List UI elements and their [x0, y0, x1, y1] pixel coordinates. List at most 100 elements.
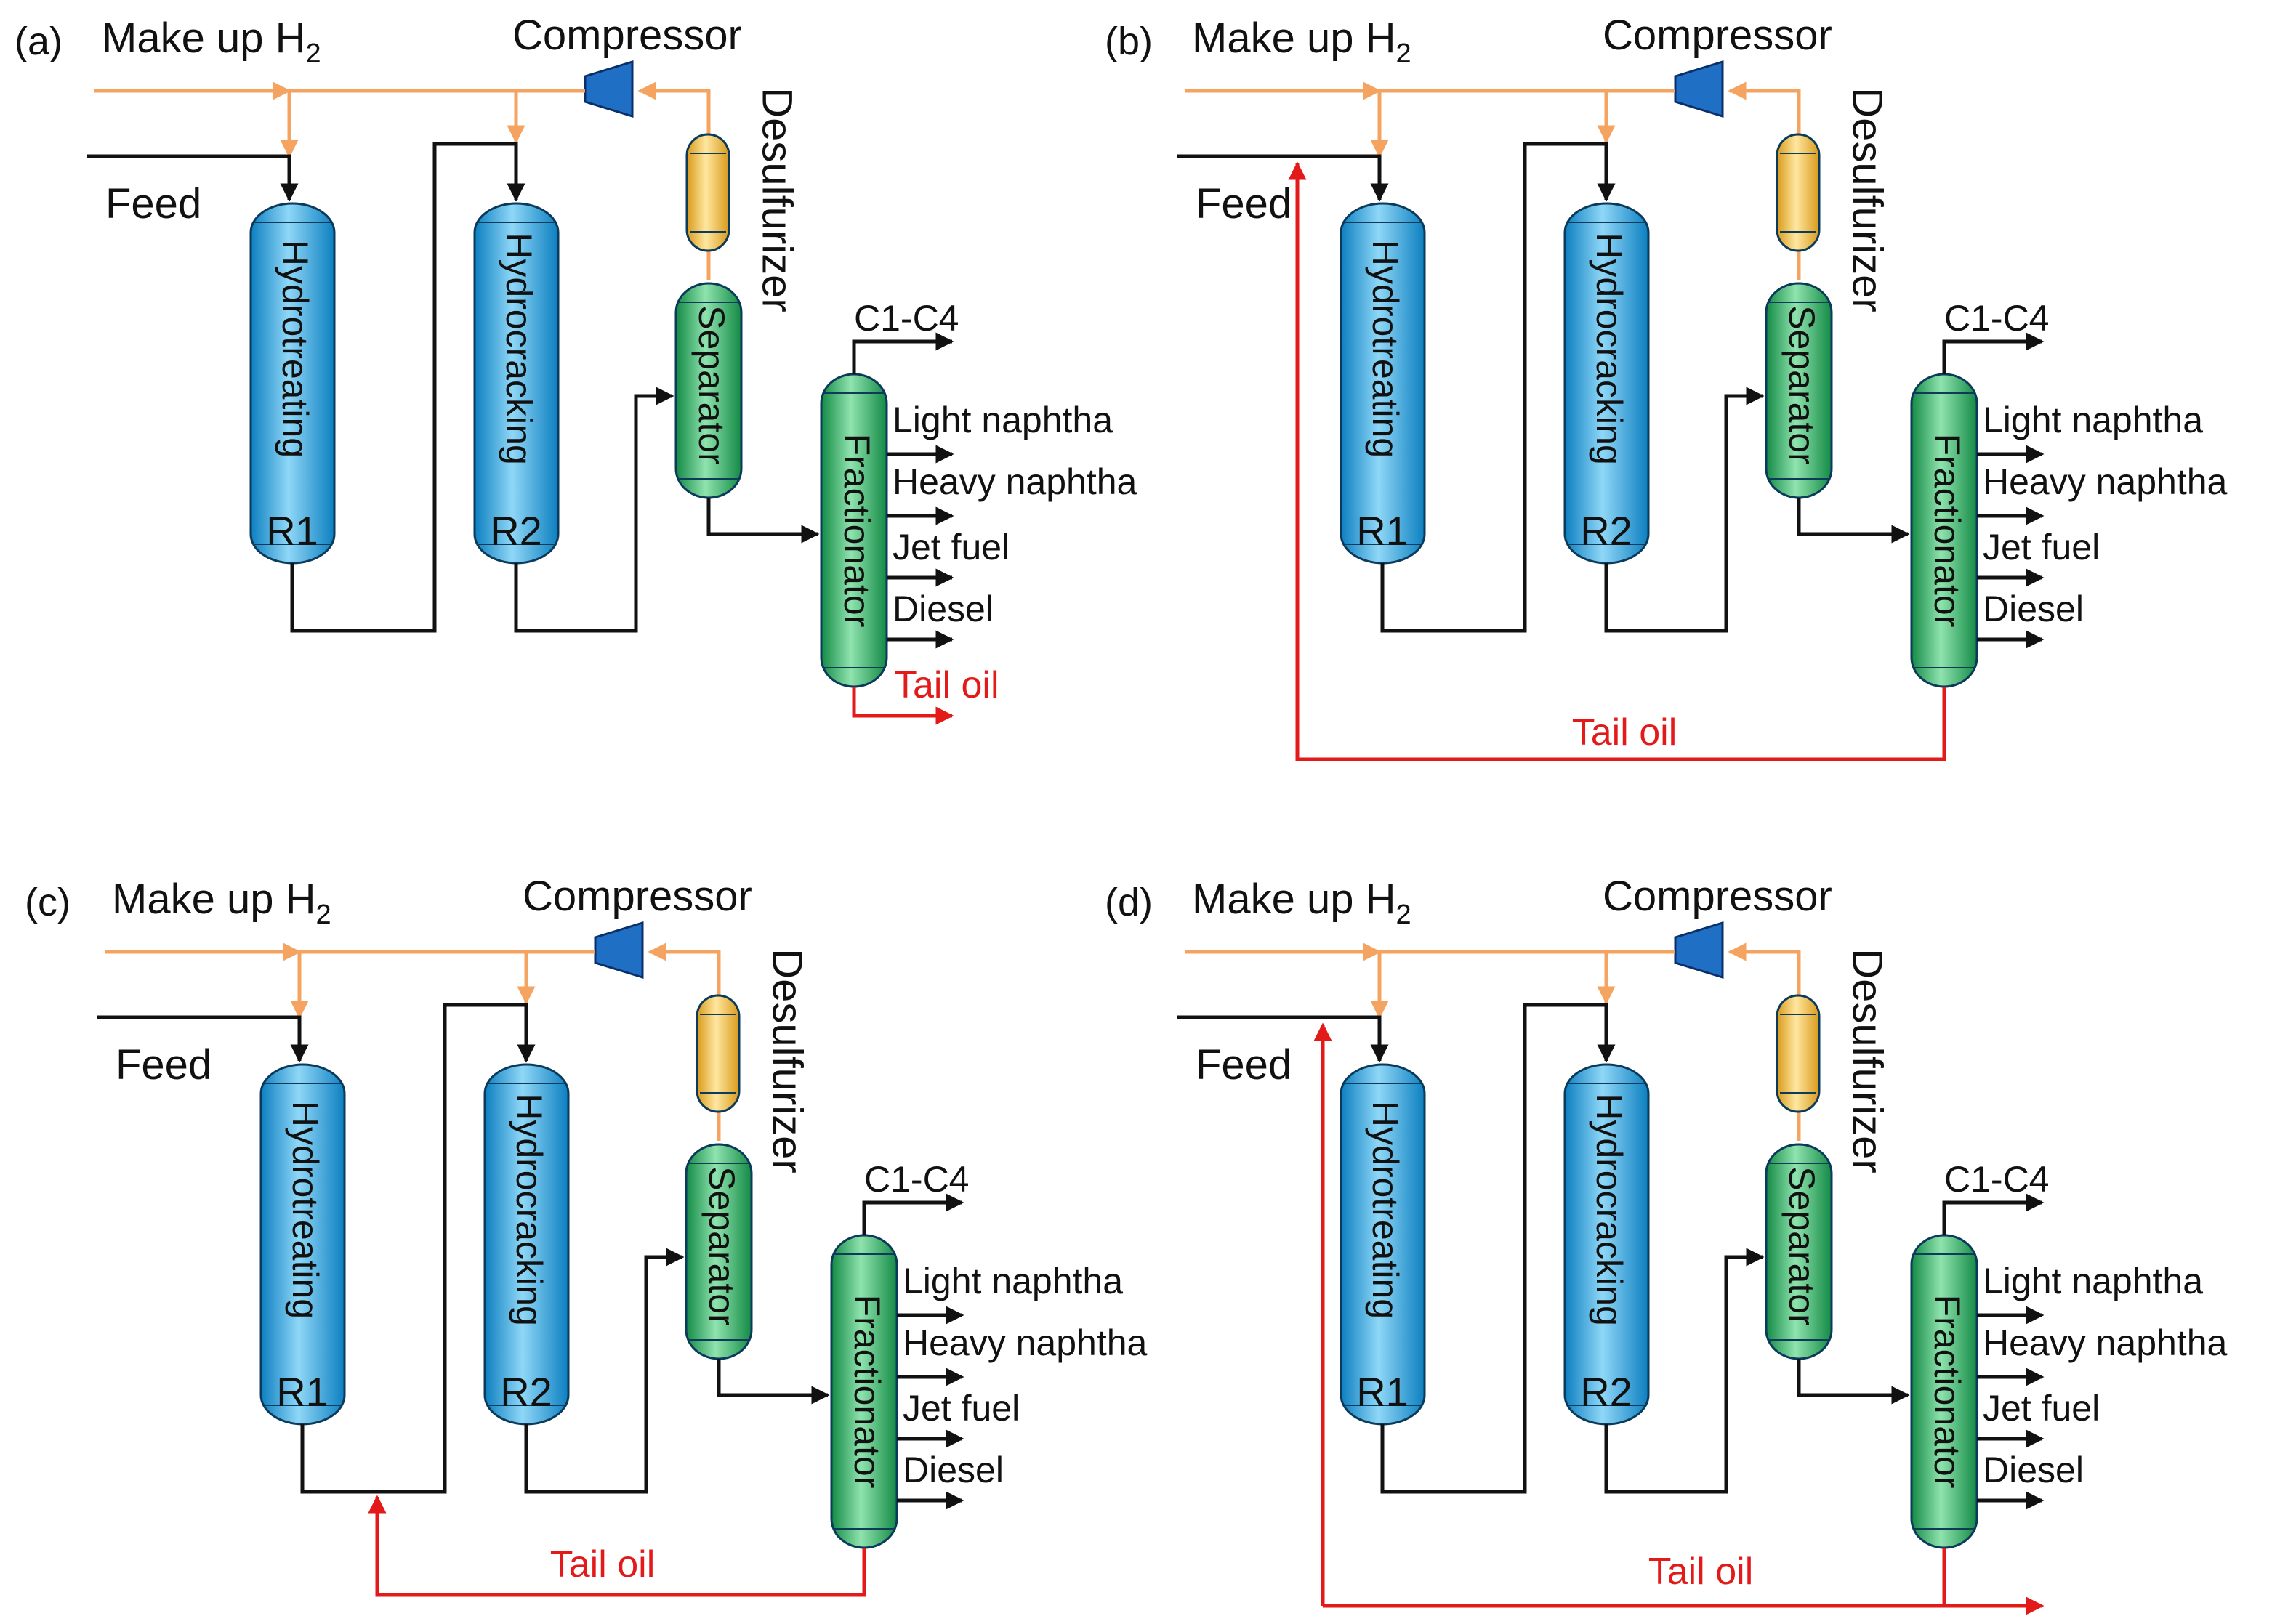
- separator-label: Separator: [701, 1166, 742, 1326]
- product-c1-c4-label: C1-C4: [1944, 1159, 2049, 1200]
- compressor-icon: [594, 921, 644, 979]
- product-c1-c4-label: C1-C4: [854, 298, 959, 339]
- product-diesel-label: Diesel: [1983, 1450, 2084, 1490]
- product-c1-c4-line: [1942, 1193, 2045, 1235]
- r2-label: R2: [1580, 508, 1632, 554]
- hydrotreating-label: Hydrotreating: [275, 240, 315, 458]
- hydrotreating-label: Hydrotreating: [285, 1101, 326, 1319]
- tail-oil-line: [852, 687, 954, 725]
- desulfurizer-vessel-body: [696, 994, 741, 1113]
- reactor-r2: [473, 202, 560, 565]
- desulfurizer-vessel-body: [1776, 994, 1821, 1113]
- hydrotreating-label: Hydrotreating: [1365, 240, 1406, 458]
- separator-to-fractionator-line: [1797, 1359, 1910, 1405]
- tail-oil-label: Tail oil: [1648, 1551, 1754, 1593]
- separator-to-fractionator-line: [706, 498, 820, 544]
- product-light-naphtha-label: Light naphtha: [1983, 400, 2203, 440]
- fractionator-label: Fractionator: [1927, 434, 1967, 628]
- panel-tag: (c): [25, 881, 71, 924]
- product-c1-c4-line: [852, 332, 954, 374]
- desulfurizer-label: Desulfurizer: [764, 948, 811, 1173]
- feed-line: [1177, 1015, 1389, 1063]
- compressor-label: Compressor: [1603, 12, 1832, 59]
- compressor-label: Compressor: [523, 873, 752, 920]
- desulfurizer-vessel-body: [685, 133, 730, 252]
- separator-to-fractionator-line: [1797, 498, 1910, 544]
- desulfurizer-label: Desulfurizer: [754, 87, 801, 312]
- compressor-label: Compressor: [1603, 873, 1832, 920]
- reactor-r1: [249, 202, 336, 565]
- feed-line: [87, 154, 299, 202]
- r1-label: R1: [1356, 1369, 1409, 1415]
- reactor-r2: [1563, 1063, 1650, 1426]
- desulfurizer-vessel: [1776, 133, 1821, 252]
- product-c1-c4-line: [862, 1193, 964, 1235]
- desulfurizer-vessel-body: [1776, 133, 1821, 252]
- separator-label: Separator: [1781, 1166, 1822, 1326]
- product-diesel-label: Diesel: [1983, 589, 2084, 629]
- panel-tag: (a): [15, 20, 63, 63]
- r1-to-r2-line: [1380, 1003, 1616, 1494]
- product-c1-c4-line: [1942, 332, 2045, 374]
- r2-label: R2: [500, 1369, 552, 1415]
- makeup-h2-label: Make up H2: [112, 876, 331, 930]
- compressor-label: Compressor: [512, 12, 742, 59]
- product-jet-fuel-label: Jet fuel: [1983, 1388, 2100, 1429]
- compressor-icon: [1674, 60, 1724, 118]
- product-light-naphtha-label: Light naphtha: [1983, 1261, 2203, 1301]
- makeup-h2-label: Make up H2: [1192, 15, 1411, 69]
- r1-to-r2-line: [290, 142, 525, 633]
- feed-line: [1177, 154, 1389, 202]
- product-diesel-label: Diesel: [903, 1450, 1004, 1490]
- product-diesel-label: Diesel: [893, 589, 994, 629]
- tail-oil-label: Tail oil: [894, 664, 999, 706]
- r2-to-separator-line: [1604, 387, 1765, 633]
- product-light-naphtha-label: Light naphtha: [903, 1261, 1123, 1301]
- product-heavy-naphtha-label: Heavy naphtha: [1983, 1322, 2228, 1363]
- compressor-icon: [584, 60, 634, 118]
- r2-to-separator-line: [514, 387, 674, 633]
- hydrocracking-label: Hydrocracking: [1589, 1094, 1630, 1326]
- product-c1-c4-label: C1-C4: [864, 1159, 969, 1200]
- separator-label: Separator: [691, 305, 732, 465]
- r1-label: R1: [276, 1369, 329, 1415]
- hydrocracking-label: Hydrocracking: [509, 1094, 549, 1326]
- desulfurizer-vessel: [685, 133, 730, 252]
- desulfurizer-label: Desulfurizer: [1844, 87, 1891, 312]
- feed-label: Feed: [1196, 1041, 1292, 1088]
- r1-to-r2-line: [1380, 142, 1616, 633]
- fractionator-label: Fractionator: [837, 434, 877, 628]
- fractionator-label: Fractionator: [847, 1295, 887, 1489]
- r1-label: R1: [1356, 508, 1409, 554]
- hydrotreating-label: Hydrotreating: [1365, 1101, 1406, 1319]
- r2-label: R2: [490, 508, 542, 554]
- product-c1-c4-label: C1-C4: [1944, 298, 2049, 339]
- makeup-h2-label: Make up H2: [1192, 876, 1411, 930]
- r2-label: R2: [1580, 1369, 1632, 1415]
- tail-oil-recycle-line: [368, 1495, 866, 1597]
- r2-to-separator-line: [524, 1248, 685, 1494]
- product-jet-fuel-label: Jet fuel: [903, 1388, 1020, 1429]
- tail-oil-recycle-line: [1288, 161, 1946, 761]
- r1-label: R1: [266, 508, 318, 554]
- r1-to-r2-line: [300, 1003, 536, 1494]
- separator-to-fractionator-line: [717, 1359, 830, 1405]
- feed-label: Feed: [1196, 180, 1292, 227]
- tail-oil-label: Tail oil: [550, 1543, 656, 1585]
- product-jet-fuel-label: Jet fuel: [893, 527, 1010, 567]
- panel-tag: (d): [1105, 881, 1153, 924]
- r2-to-separator-line: [1604, 1248, 1765, 1494]
- panel-tag: (b): [1105, 20, 1153, 63]
- product-jet-fuel-label: Jet fuel: [1983, 527, 2100, 567]
- feed-label: Feed: [105, 180, 201, 227]
- fractionator-label: Fractionator: [1927, 1295, 1967, 1489]
- separator-label: Separator: [1781, 305, 1822, 465]
- feed-line: [97, 1015, 309, 1063]
- hydrocracking-label: Hydrocracking: [499, 233, 539, 465]
- product-heavy-naphtha-label: Heavy naphtha: [893, 461, 1137, 502]
- product-light-naphtha-label: Light naphtha: [893, 400, 1113, 440]
